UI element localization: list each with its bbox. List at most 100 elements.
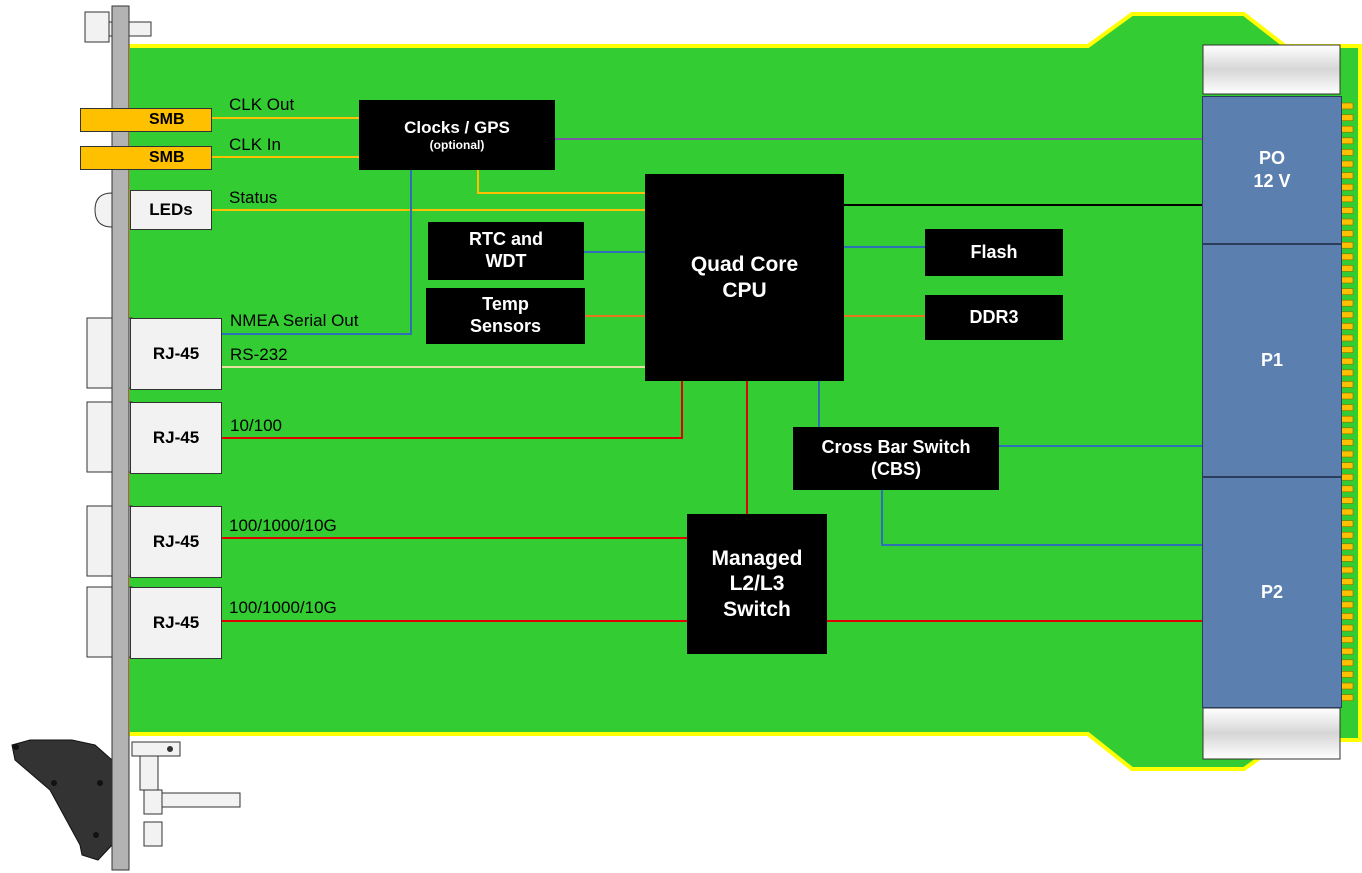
pin [1340,613,1354,620]
p0-line-2: 12 V [1253,171,1291,191]
pin [1340,624,1354,632]
temp-line-2: Sensors [469,316,542,336]
pin [1340,137,1354,145]
pin [1340,404,1354,411]
smb-connector-clk-out: SMB [80,108,212,132]
pin [1340,265,1354,272]
cpu-line-1: Quad Core [690,252,799,276]
pin [1340,230,1354,237]
pin [1340,566,1354,574]
pin [1340,531,1354,539]
pin [1340,415,1354,423]
pin [1340,241,1354,249]
rs232-label: RS-232 [230,345,288,364]
pin [1340,172,1354,179]
cross-bar-switch-block: Cross Bar Switch (CBS) [793,427,999,490]
pin [1340,473,1354,481]
guide-block-top [1202,44,1341,95]
rj45-label: RJ-45 [152,344,200,363]
rj45-port-10-100: RJ-45 [130,402,222,474]
pin [1340,694,1354,701]
smb-label: SMB [149,149,185,166]
smb-label: SMB [149,111,185,128]
clk-out-label: CLK Out [229,95,295,114]
pin [1340,323,1354,330]
p1-label: P1 [1260,349,1284,370]
smb-connector-clk-in: SMB [80,146,212,170]
clocks-gps-block: Clocks / GPS (optional) [359,100,555,170]
temp-sensors-block: Temp Sensors [426,288,585,344]
pcb-board [126,12,1362,771]
cbs-line-1: Cross Bar Switch [821,436,971,457]
pin [1340,578,1354,585]
pin [1340,288,1354,295]
pin [1340,647,1354,655]
temp-line-1: Temp [482,294,529,315]
managed-switch-block: Managed L2/L3 Switch [687,514,827,654]
pin [1340,207,1354,214]
pin [1340,369,1354,377]
rj45-port-10g-1: RJ-45 [130,506,222,578]
rj45-port-serial: RJ-45 [130,318,222,390]
pin [1340,450,1354,458]
pin [1340,334,1354,342]
pin [1340,346,1354,353]
front-panel-bar [111,5,130,871]
p2-label: P2 [1260,581,1284,602]
p0-connector: PO 12 V [1202,96,1342,244]
pin [1340,357,1354,365]
pin [1340,497,1354,504]
pin [1340,311,1354,319]
pin [1340,636,1354,643]
pin [1340,392,1354,400]
eth-10g-label-2: 100/1000/10G [229,598,337,617]
p0-line-1: PO [1258,147,1285,168]
clocks-gps-title: Clocks / GPS [404,118,510,138]
pin [1340,682,1354,690]
pin [1340,555,1354,562]
pin [1340,195,1354,203]
pin [1340,102,1354,110]
flash-label: Flash [970,241,1018,262]
switch-line-2: L2/L3 [729,572,785,596]
guide-block-bottom [1202,707,1341,760]
rtc-wdt-block: RTC and WDT [428,222,584,280]
rj45-label: RJ-45 [152,428,200,447]
switch-line-3: Switch [723,597,791,621]
status-label: Status [229,188,278,207]
ddr3-block: DDR3 [925,295,1063,340]
rtc-line-1: RTC and [469,229,543,250]
pin [1340,543,1354,551]
pin [1340,520,1354,527]
clk-in-label: CLK In [229,135,281,154]
pin [1340,508,1354,516]
pin [1340,276,1354,284]
rtc-line-2: WDT [485,251,527,271]
rj45-label: RJ-45 [152,532,200,551]
top-ejector [84,11,110,43]
rj45-label: RJ-45 [152,613,200,632]
led-bulb [94,192,113,228]
pin [1340,299,1354,307]
eth-10-100-label: 10/100 [230,416,282,435]
pin [1340,160,1354,168]
pin [1340,439,1354,446]
pin [1340,427,1354,435]
signal-lines [212,117,1202,622]
pin [1340,253,1354,261]
pin [1340,462,1354,469]
leds-label: LEDs [149,200,193,219]
eth-10g-label-1: 100/1000/10G [229,516,337,535]
pin [1340,125,1354,133]
p2-connector: P2 [1202,477,1342,708]
cpu-block: Quad Core CPU [645,174,844,381]
pin [1340,149,1354,156]
pin [1340,671,1354,678]
flash-block: Flash [925,229,1063,276]
pin [1340,183,1354,191]
pin [1340,485,1354,493]
rj45-port-10g-2: RJ-45 [130,587,222,659]
pin [1340,114,1354,121]
